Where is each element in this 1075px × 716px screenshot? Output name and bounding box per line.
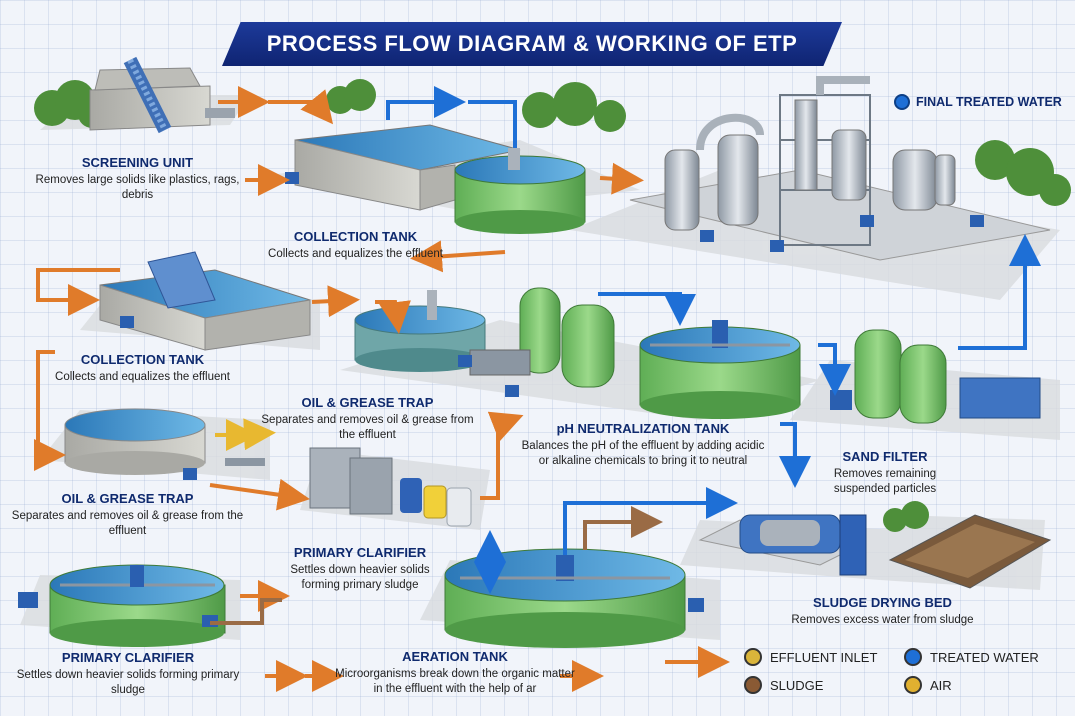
label-heading: COLLECTION TANK — [293, 229, 418, 244]
label-description: Settles down heavier solids forming prim… — [290, 564, 430, 591]
label-primary-clarifier-left: PRIMARY CLARIFIER Settles down heavier s… — [8, 650, 248, 698]
label-description: Collects and equalizes the effluent — [55, 371, 230, 383]
label-description: Removes large solids like plastics, rags… — [35, 174, 240, 201]
label-heading: SCREENING UNIT — [81, 155, 194, 170]
effluent-flow-arrows — [34, 86, 730, 692]
label-description: Separates and removes oil & grease from … — [261, 414, 474, 441]
legend-label: SLUDGE — [770, 677, 824, 693]
label-heading: SLUDGE DRYING BED — [813, 595, 952, 610]
label-sand-filter: SAND FILTER Removes remaining suspended … — [805, 449, 965, 497]
legend-item-treated: TREATED WATER — [904, 648, 1039, 666]
legend: EFFLUENT INLET TREATED WATER SLUDGE AIR — [744, 648, 1064, 708]
label-sludge-drying-bed: SLUDGE DRYING BED Removes excess water f… — [775, 595, 990, 628]
label-description: Removes remaining suspended particles — [833, 468, 937, 495]
legend-label: EFFLUENT INLET — [770, 649, 878, 665]
legend-item-effluent: EFFLUENT INLET — [744, 648, 877, 666]
air-arrows — [215, 418, 276, 451]
label-heading: SAND FILTER — [842, 449, 928, 464]
screening-unit-illustration — [89, 56, 235, 134]
label-oil-grease-trap-left: OIL & GREASE TRAP Separates and removes … — [5, 491, 250, 539]
legend-item-sludge: SLUDGE — [744, 676, 823, 694]
final-treated-water-text: FINAL TREATED WATER — [916, 95, 1062, 109]
air-dot-icon — [904, 676, 922, 694]
legend-label: TREATED WATER — [930, 649, 1039, 665]
label-aeration-tank: AERATION TANK Microorganisms break down … — [335, 649, 575, 697]
label-collection-tank-top: COLLECTION TANK Collects and equalizes t… — [268, 229, 443, 262]
oil-grease-trap-mid-illustration — [309, 447, 472, 527]
label-description: Collects and equalizes the effluent — [268, 248, 443, 260]
sand-filter-illustration — [830, 329, 1041, 424]
final-treated-water-label: FINAL TREATED WATER — [894, 94, 1062, 110]
title-banner: PROCESS FLOW DIAGRAM & WORKING OF ETP — [222, 22, 842, 66]
label-screening-unit: SCREENING UNIT Removes large solids like… — [30, 155, 245, 203]
label-oil-grease-trap-mid: OIL & GREASE TRAP Separates and removes … — [255, 395, 480, 443]
label-heading: PRIMARY CLARIFIER — [61, 650, 195, 665]
collection-tank-top-illustration — [285, 124, 586, 234]
label-description: Removes excess water from sludge — [791, 614, 974, 626]
belt-press-illustration — [698, 514, 867, 576]
aeration-tank-illustration — [444, 548, 704, 648]
treated-water-dot-icon — [894, 94, 910, 110]
effluent-dot-icon — [744, 648, 762, 666]
oil-grease-trap-left-illustration — [64, 408, 265, 480]
label-description: Settles down heavier solids forming prim… — [16, 669, 240, 696]
label-description: Balances the pH of the effluent by addin… — [521, 440, 765, 467]
sludge-arrows — [210, 506, 663, 625]
sludge-drying-bed-illustration — [888, 514, 1052, 589]
sludge-dot-icon — [744, 676, 762, 694]
ph-neutralization-tank-illustration — [639, 320, 801, 419]
label-heading: PRIMARY CLARIFIER — [293, 545, 427, 560]
collection-tank-left-illustration — [99, 251, 311, 351]
page-title: PROCESS FLOW DIAGRAM & WORKING OF ETP — [266, 31, 798, 56]
treatment-plant-illustration — [629, 76, 1051, 261]
label-primary-clarifier-mid: PRIMARY CLARIFIER Settles down heavier s… — [280, 545, 440, 593]
label-heading: COLLECTION TANK — [80, 352, 205, 367]
legend-item-air: AIR — [904, 676, 952, 694]
legend-label: AIR — [930, 677, 952, 693]
label-heading: OIL & GREASE TRAP — [301, 395, 434, 410]
label-collection-tank-left: COLLECTION TANK Collects and equalizes t… — [25, 352, 260, 385]
treated-water-arrows — [386, 86, 1041, 594]
label-ph-neutralization-tank: pH NEUTRALIZATION TANK Balances the pH o… — [518, 421, 768, 469]
treated-water-dot-icon — [904, 648, 922, 666]
label-description: Separates and removes oil & grease from … — [11, 510, 244, 537]
label-heading: AERATION TANK — [402, 649, 508, 664]
label-heading: OIL & GREASE TRAP — [61, 491, 194, 506]
label-heading: pH NEUTRALIZATION TANK — [556, 421, 730, 436]
label-description: Microorganisms break down the organic ma… — [335, 668, 575, 695]
